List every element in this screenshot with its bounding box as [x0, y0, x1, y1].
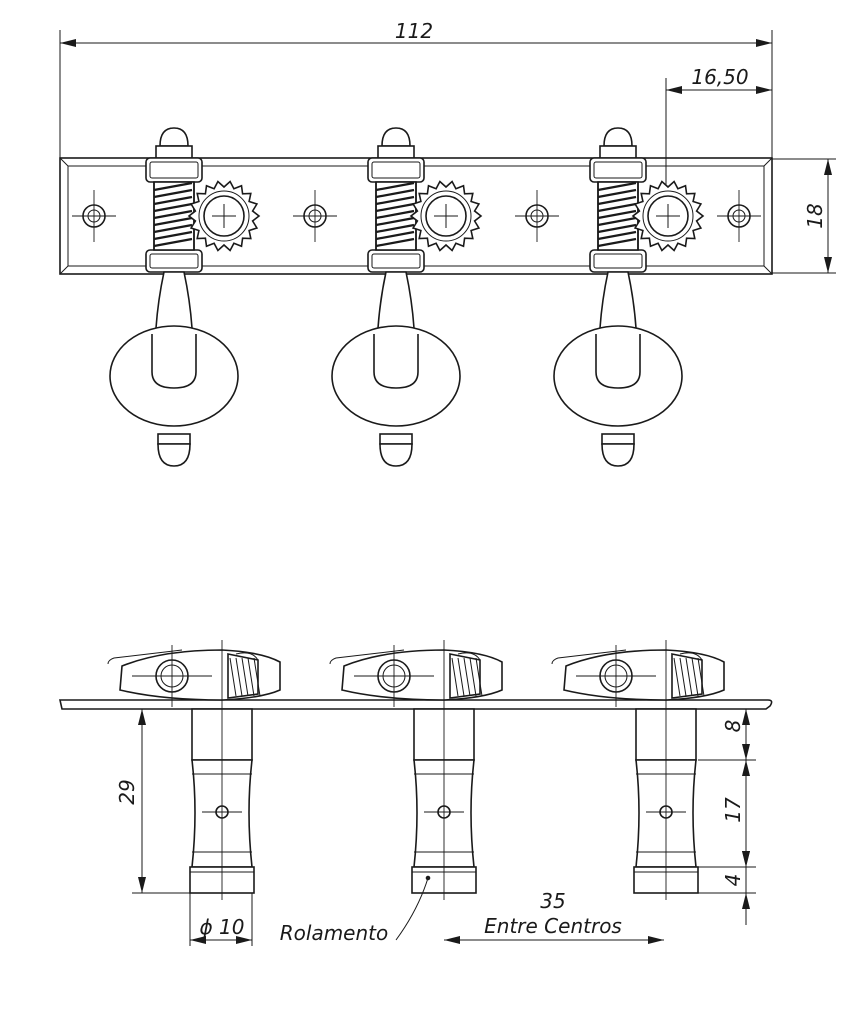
side-tail [671, 652, 705, 699]
dimension-diameter-text: ϕ 10 [200, 915, 245, 939]
gear-wheel [187, 180, 261, 252]
button-finial [157, 443, 191, 467]
worm-housing-bottom [589, 249, 647, 273]
side-tuner [329, 640, 503, 900]
screw-holes [72, 190, 761, 242]
tuner-unit [109, 127, 261, 467]
button-finial [601, 443, 635, 467]
top-tuners [109, 127, 705, 467]
dimension-center-distance-label: Entre Centros [484, 914, 622, 938]
bearing-callout: Rolamento [280, 875, 431, 945]
tuning-button [331, 325, 461, 427]
gear-wheel [409, 180, 483, 252]
screw-hole [717, 190, 761, 242]
side-plate [59, 699, 773, 710]
side-tuner [551, 640, 725, 900]
dimension-post-height-text: 29 [115, 779, 139, 804]
screw-hole [293, 190, 337, 242]
dimension-post-height: 29 [115, 708, 190, 894]
tuner-unit [553, 127, 705, 467]
worm-gear [597, 181, 639, 251]
dimension-post-middle-text: 17 [721, 797, 745, 823]
bearing-label: Rolamento [280, 921, 389, 945]
worm-gear [375, 181, 417, 251]
dimension-post-segments: 8 17 4 [698, 708, 756, 925]
gear-wheel [631, 180, 705, 252]
tuner-unit [331, 127, 483, 467]
dimension-plate-width-text: 18 [803, 203, 827, 228]
dimension-diameter: ϕ 10 [189, 893, 253, 946]
dimension-overall-length: 112 [59, 19, 773, 158]
tuning-button [109, 325, 239, 427]
dimension-overall-length-text: 112 [395, 19, 433, 43]
dimension-center-distance: 35 Entre Centros [444, 889, 664, 944]
dimension-post-upper-text: 8 [721, 720, 745, 733]
worm-housing-bottom [145, 249, 203, 273]
dimension-edge-to-center-text: 16,50 [691, 65, 748, 89]
side-tail [227, 652, 261, 699]
dimension-edge-to-center: 16,50 [665, 65, 772, 190]
button-finial [379, 443, 413, 467]
dimension-plate-width: 18 [772, 158, 836, 274]
side-tuners [107, 640, 725, 900]
side-view: 29 8 17 4 ϕ 10 [59, 640, 773, 946]
side-tail [449, 652, 483, 699]
worm-gear [153, 181, 195, 251]
top-view: 112 16,50 18 [59, 19, 836, 467]
screw-hole [72, 190, 116, 242]
tuning-button [553, 325, 683, 427]
dimension-post-lower-text: 4 [721, 874, 745, 887]
screw-hole [515, 190, 559, 242]
side-tuner [107, 640, 281, 900]
worm-housing-bottom [367, 249, 425, 273]
dimension-center-distance-text: 35 [540, 889, 565, 913]
